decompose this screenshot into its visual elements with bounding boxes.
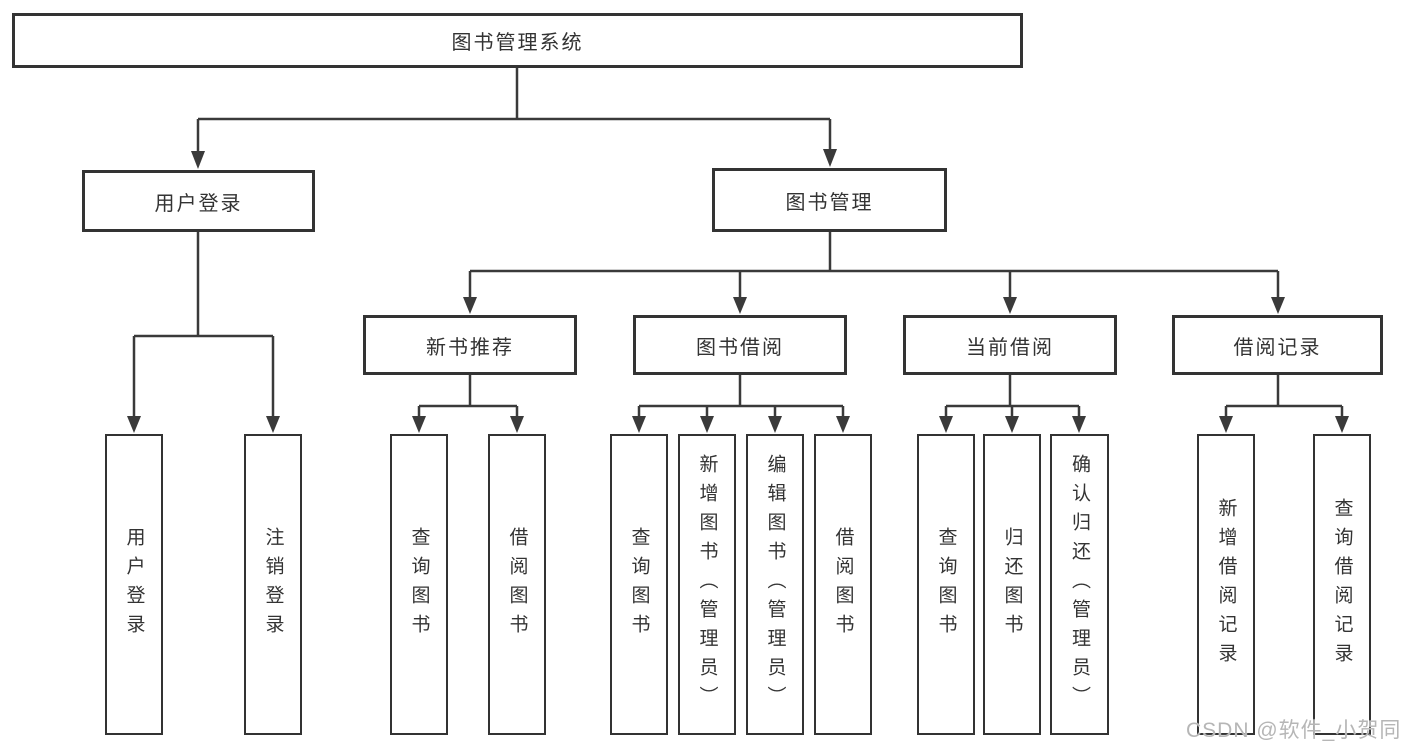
leaf-borrow-books-borrowing: 借阅图书 <box>814 434 872 735</box>
leaf-logout: 注销登录 <box>244 434 302 735</box>
connector-records-to-leaves <box>1219 375 1349 433</box>
leaf-query-books-borrowing: 查询图书 <box>610 434 668 735</box>
watermark: CSDN @软件_小贺同学 <box>1186 719 1402 742</box>
connector-user-login-to-leaves <box>127 232 280 433</box>
node-current-borrowing: 当前借阅 <box>903 315 1117 375</box>
node-user-login-branch: 用户登录 <box>82 170 315 232</box>
leaf-confirm-return-admin: 确认归还（管理员） <box>1050 434 1109 735</box>
leaf-add-borrow-record: 新增借阅记录 <box>1197 434 1255 735</box>
connector-book-management-to-level3 <box>463 232 1285 314</box>
leaf-edit-books-admin: 编辑图书（管理员） <box>746 434 804 735</box>
leaf-query-books-recommend: 查询图书 <box>390 434 448 735</box>
node-new-book-recommend: 新书推荐 <box>363 315 577 375</box>
connector-recommend-to-leaves <box>412 375 524 433</box>
node-borrowing-records: 借阅记录 <box>1172 315 1383 375</box>
leaf-user-login: 用户登录 <box>105 434 163 735</box>
leaf-borrow-books-recommend: 借阅图书 <box>488 434 546 735</box>
leaf-query-books-current: 查询图书 <box>917 434 975 735</box>
connector-borrowing-to-leaves <box>632 375 850 433</box>
connector-current-to-leaves <box>939 375 1086 433</box>
leaf-query-borrow-record: 查询借阅记录 <box>1313 434 1371 735</box>
node-root: 图书管理系统 <box>12 13 1023 68</box>
connector-root-to-level2 <box>191 68 837 169</box>
node-book-management: 图书管理 <box>712 168 947 232</box>
leaf-return-books: 归还图书 <box>983 434 1041 735</box>
leaf-add-books-admin: 新增图书（管理员） <box>678 434 736 735</box>
node-book-borrowing: 图书借阅 <box>633 315 847 375</box>
